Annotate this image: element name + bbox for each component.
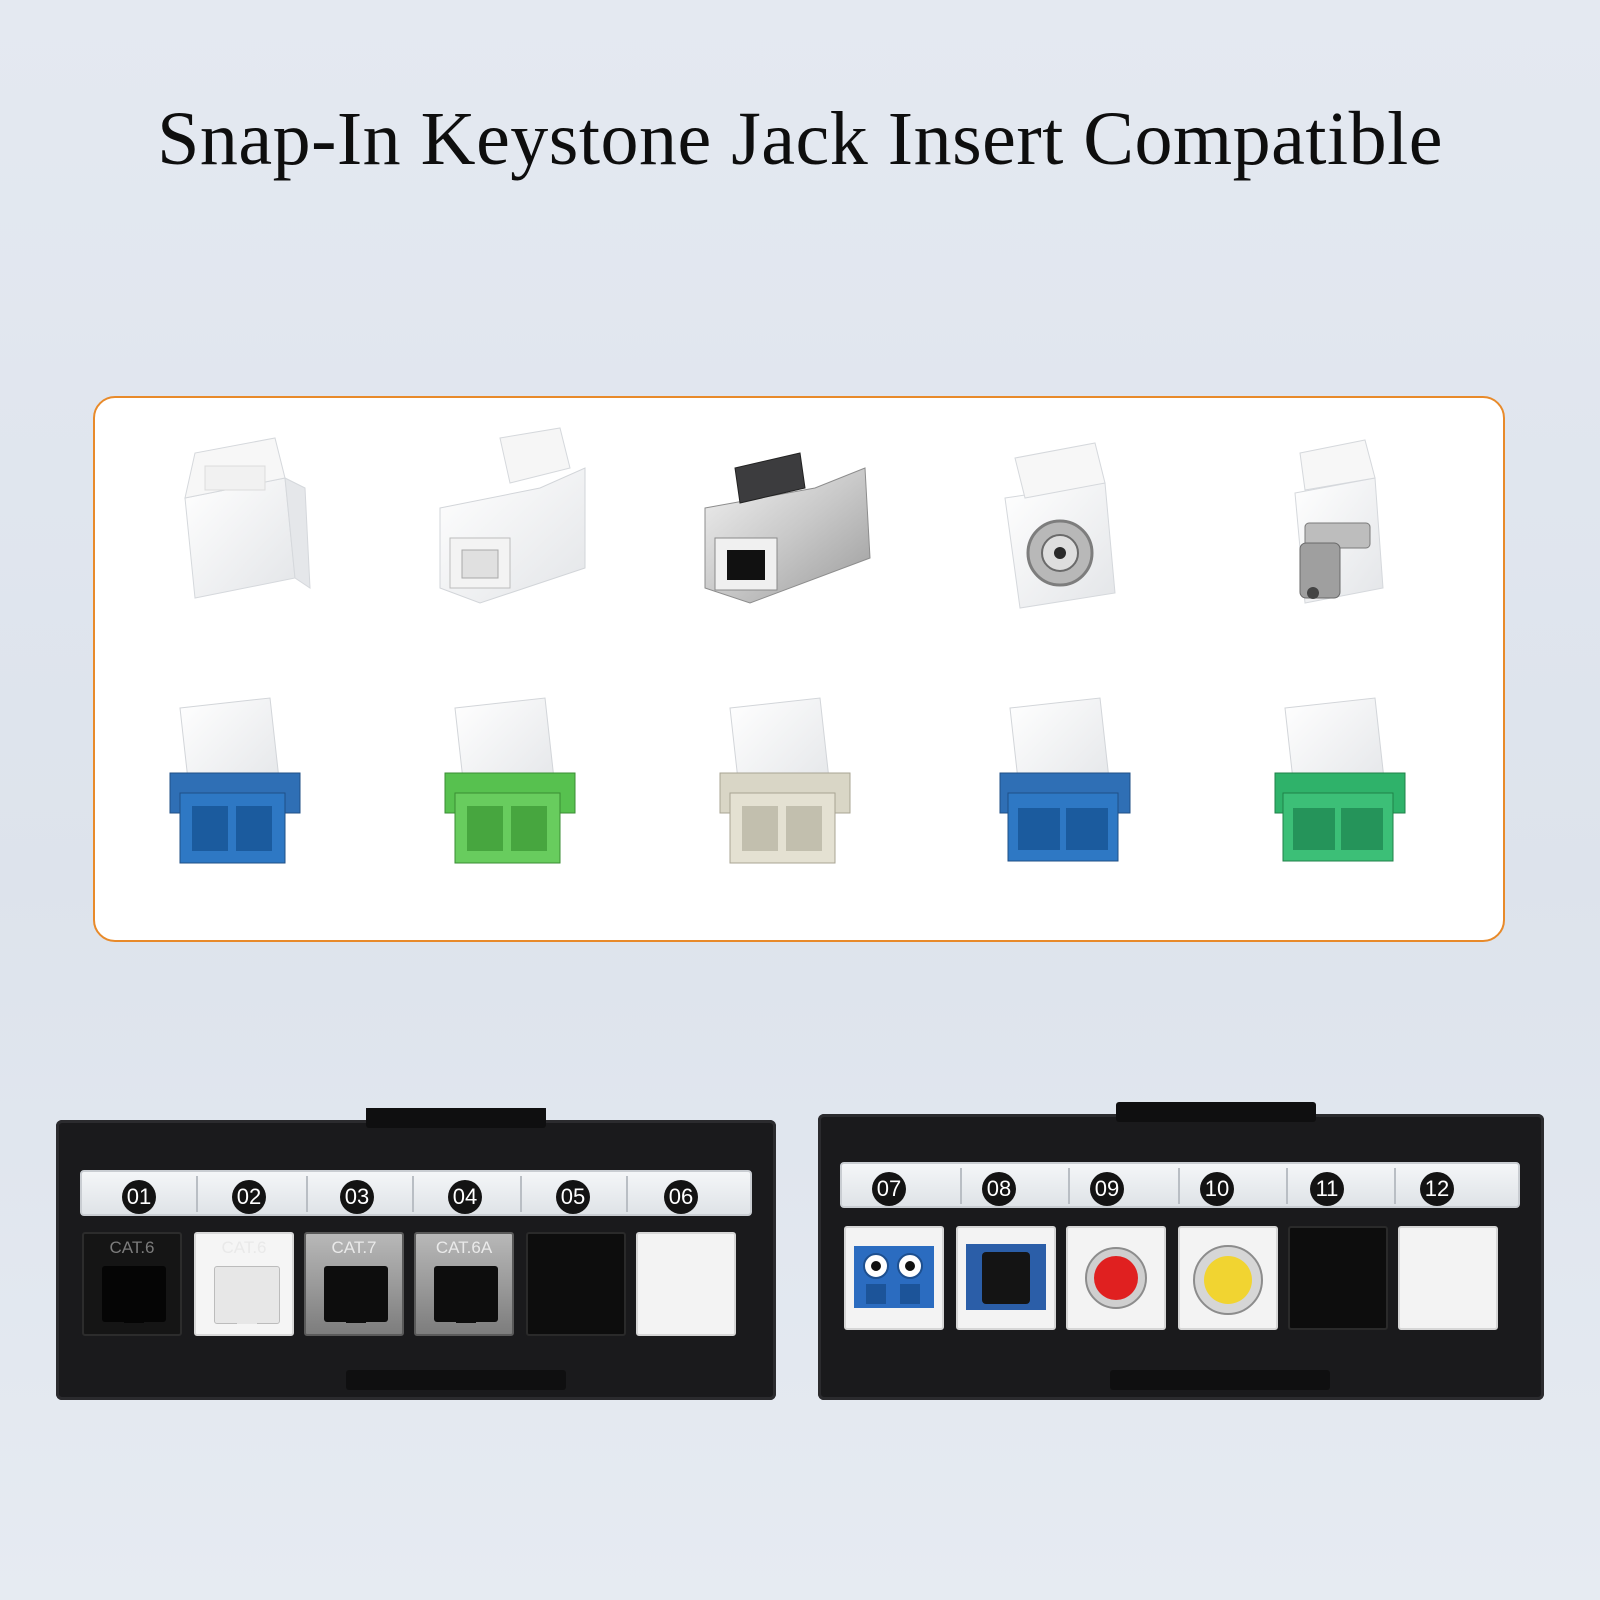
slot-label: CAT.7: [331, 1238, 377, 1257]
port-number: 10: [1200, 1172, 1234, 1206]
lc-duplex-keystone-green: [1274, 697, 1406, 862]
keystone-inserts-illustration: [169, 427, 1406, 864]
port-number: 02: [232, 1180, 266, 1214]
sc-duplex-keystone-beige: [719, 697, 851, 864]
red-push-button-insert: [1066, 1226, 1166, 1330]
port-number: 08: [982, 1172, 1016, 1206]
port-number: 04: [448, 1180, 482, 1214]
st-fiber-keystone: [1294, 439, 1384, 604]
slot-label: CAT.6: [109, 1238, 155, 1257]
blank-insert-black: [526, 1232, 626, 1336]
cat6a-keystone-shielded: CAT.6A: [414, 1232, 514, 1336]
slot-label: CAT.6A: [435, 1238, 493, 1257]
blank-insert-white: [1398, 1226, 1498, 1330]
slot-label: CAT.6: [221, 1238, 267, 1257]
blank-keystone-insert: [184, 437, 311, 599]
port-number: 01: [122, 1180, 156, 1214]
page-title: Snap-In Keystone Jack Insert Compatible: [157, 97, 1443, 181]
patch-panel-left: 01 02 03 04 05 06 CAT.6 CAT.6 CAT.7 CAT.…: [56, 1108, 776, 1400]
lc-duplex-keystone-blue: [999, 697, 1131, 862]
cat7-keystone-shielded: CAT.7: [304, 1232, 404, 1336]
keystone-types-card: [93, 396, 1505, 942]
port-number: 12: [1420, 1172, 1454, 1206]
label-strip-left: 01 02 03 04 05 06: [80, 1170, 752, 1216]
port-number: 03: [340, 1180, 374, 1214]
sc-duplex-keystone-green: [444, 697, 576, 864]
port-number: 09: [1090, 1172, 1124, 1206]
yellow-push-button-insert: [1178, 1226, 1278, 1330]
label-strip-right: 07 08 09 10 11 12: [840, 1162, 1520, 1208]
port-number: 07: [872, 1172, 906, 1206]
cat6-keystone-white: CAT.6: [194, 1232, 294, 1336]
blank-insert-white: [636, 1232, 736, 1336]
port-number: 05: [556, 1180, 590, 1214]
rj45-coupler-white: [439, 427, 586, 604]
rj45-coupler-shielded: [704, 452, 871, 604]
lc-duplex-insert-blue: [844, 1226, 944, 1330]
sc-simplex-insert-blue: [956, 1226, 1056, 1330]
sc-duplex-keystone-blue: [169, 697, 301, 864]
port-number: 11: [1310, 1172, 1344, 1206]
port-number: 06: [664, 1180, 698, 1214]
f-type-keystone: [1004, 442, 1116, 609]
patch-panel-right: 07 08 09 10 11 12: [818, 1102, 1544, 1400]
blank-insert-black: [1288, 1226, 1388, 1330]
cat6-keystone-black: CAT.6: [82, 1232, 182, 1336]
